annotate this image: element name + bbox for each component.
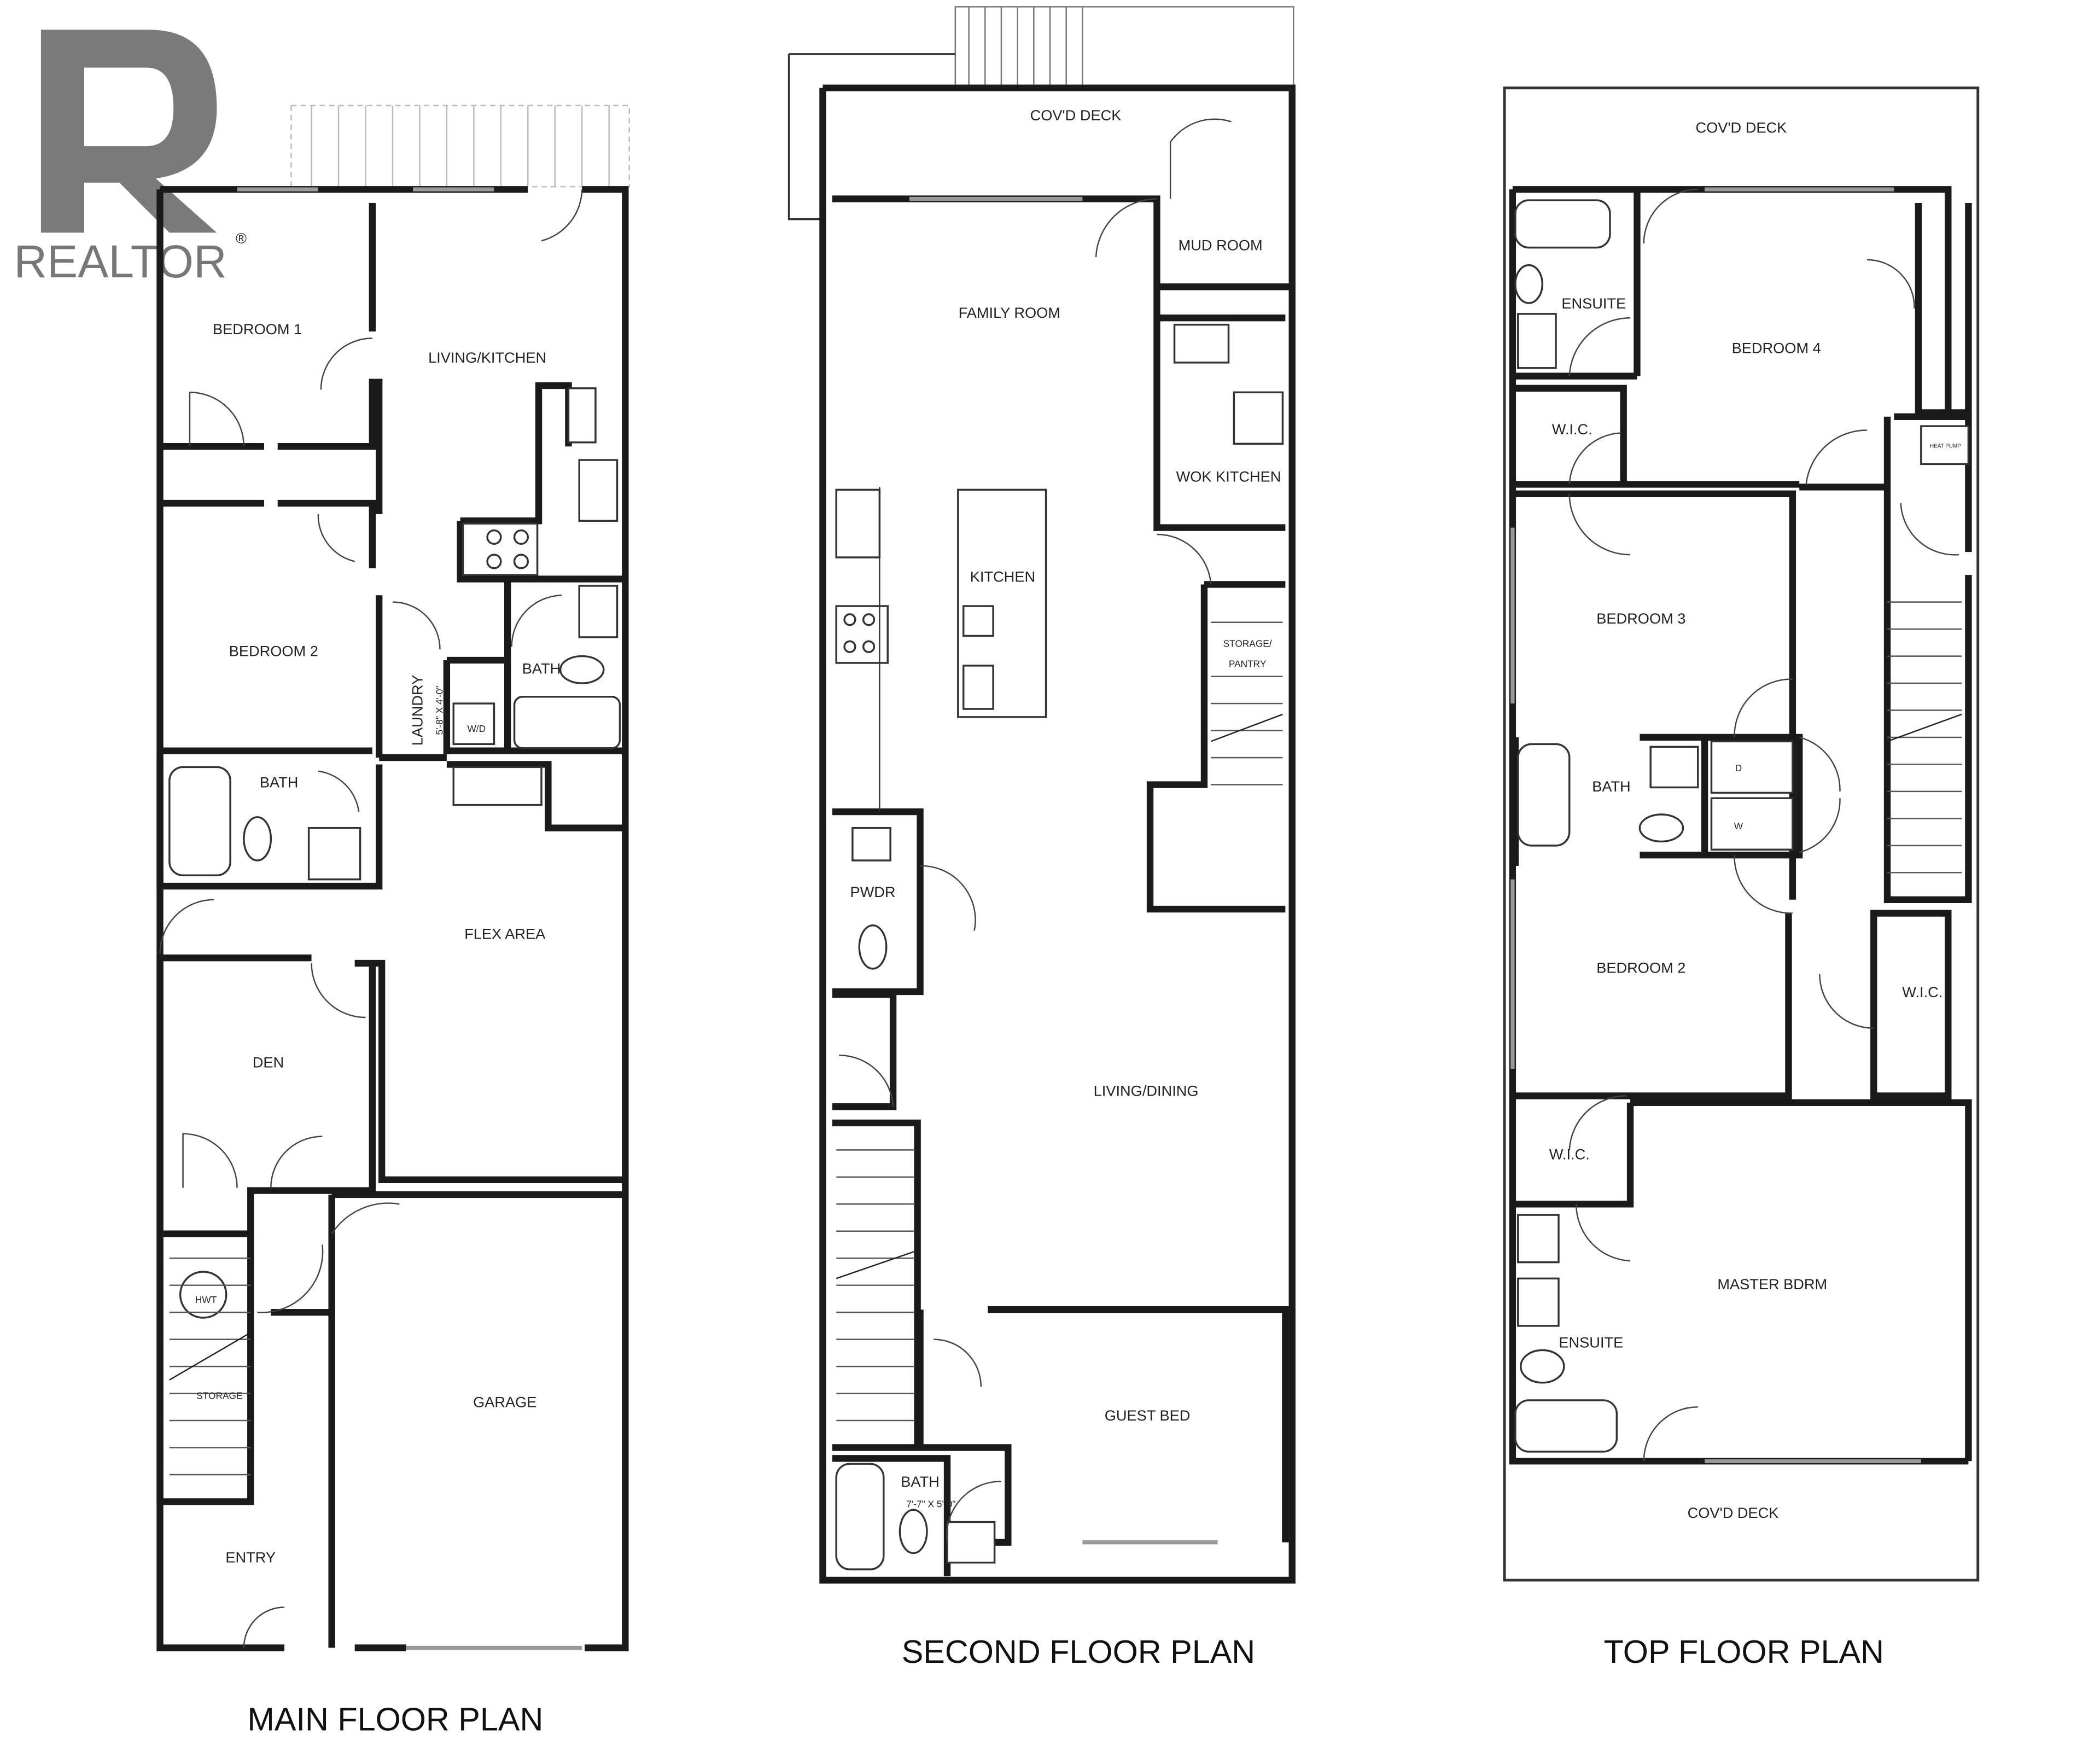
main-floor-stairs-deck [290, 104, 631, 188]
second-floor-doors [839, 118, 1232, 1543]
second-floor-fixtures [835, 323, 1284, 1570]
room-ensuite-lower: ENSUITE [1559, 1334, 1623, 1351]
room-powder: PWDR [850, 883, 895, 900]
top-floor-doors [1568, 189, 1959, 1462]
room-bedroom-1: BEDROOM 1 [213, 321, 302, 337]
registered-mark: ® [236, 230, 247, 247]
top-floor-plan: COV'D DECK ENSUITE BEDROOM 4 W.I.C. HEAT… [1503, 86, 1980, 1670]
room-bath-top: BATH [1592, 778, 1631, 795]
main-floor-fixtures [168, 387, 621, 1319]
realtor-r-mark [40, 30, 217, 233]
room-covd-deck-bottom: COV'D DECK [1688, 1504, 1779, 1521]
hot-water-tank: HWT [195, 1294, 217, 1305]
second-floor-plan: COV'D DECK MUD ROOM FAMILY ROOM WOK KITC… [788, 6, 1296, 1670]
washer: W [1734, 820, 1743, 831]
main-floor-doors [159, 189, 583, 1648]
room-bedroom-3: BEDROOM 3 [1596, 610, 1685, 627]
room-mud-room: MUD ROOM [1179, 237, 1263, 254]
realtor-logo: REALTOR ® [11, 16, 247, 287]
main-floor-staircase [169, 1257, 251, 1476]
room-living-dining: LIVING/DINING [1094, 1082, 1199, 1099]
room-storage-pantry-line2: PANTRY [1229, 658, 1267, 669]
room-den: DEN [253, 1053, 284, 1070]
room-storage-pantry-line1: STORAGE/ [1223, 638, 1272, 649]
room-bedroom-2: BEDROOM 2 [229, 643, 318, 660]
dryer: D [1735, 763, 1742, 773]
second-floor-stairs-deck [788, 6, 1294, 220]
top-floor-title: TOP FLOOR PLAN [1604, 1633, 1884, 1670]
room-laundry: LAUNDRY [409, 675, 425, 746]
washer-dryer: W/D [467, 723, 486, 734]
second-floor-title: SECOND FLOOR PLAN [902, 1633, 1255, 1670]
room-family-room: FAMILY ROOM [959, 304, 1060, 321]
realtor-logo-text: REALTOR [14, 236, 226, 287]
laundry-dimensions: 5'-8" X 4'-0" [434, 685, 445, 735]
second-floor-staircases [836, 621, 1283, 1422]
room-flex-area: FLEX AREA [464, 926, 546, 942]
room-wic-3: W.I.C. [1549, 1146, 1590, 1163]
room-ensuite-upper: ENSUITE [1561, 295, 1626, 312]
top-floor-staircase [1887, 601, 1962, 874]
room-wic-1: W.I.C. [1552, 421, 1592, 438]
room-guest-bed: GUEST BED [1105, 1407, 1191, 1424]
room-wic-2: W.I.C. [1902, 983, 1942, 1000]
room-garage: GARAGE [473, 1393, 536, 1410]
room-covd-deck-second: COV'D DECK [1030, 107, 1122, 124]
room-covd-deck-top: COV'D DECK [1695, 119, 1787, 136]
room-bath-lower: BATH [260, 773, 299, 790]
room-wok-kitchen: WOK KITCHEN [1176, 468, 1281, 485]
room-living-kitchen: LIVING/KITCHEN [428, 349, 546, 366]
room-bath-second: BATH [901, 1473, 939, 1490]
room-storage: STORAGE [196, 1390, 242, 1401]
room-bath-upper: BATH [522, 660, 561, 677]
room-bedroom-2-top: BEDROOM 2 [1596, 959, 1685, 976]
main-floor-title: MAIN FLOOR PLAN [247, 1701, 543, 1737]
heat-pump: HEAT PUMP [1930, 444, 1961, 450]
bath-dimensions: 7'-7" X 5'-0" [906, 1498, 955, 1509]
room-entry: ENTRY [225, 1549, 276, 1566]
room-bedroom-4: BEDROOM 4 [1732, 340, 1821, 357]
room-master-bedroom: MASTER BDRM [1717, 1276, 1827, 1293]
top-floor-fixtures [1514, 199, 1970, 1453]
room-kitchen: KITCHEN [970, 568, 1035, 585]
main-floor-plan: BEDROOM 1 LIVING/KITCHEN BEDROOM 2 LAUND… [156, 104, 631, 1737]
